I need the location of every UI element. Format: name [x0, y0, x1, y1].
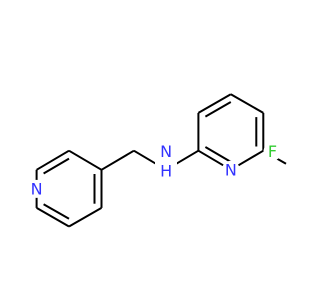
atom-label-nh-h: H	[160, 162, 172, 181]
atom-label-layer: N N H N F	[27, 142, 282, 198]
bond-left-ring-c3-c4	[68, 207, 102, 228]
bond-right-ring-c2-n-inner	[204, 146, 232, 163]
atom-n-pyridine-left: N	[27, 179, 46, 198]
bond-left-ring-c5-c6	[68, 149, 103, 171]
molecule-structure: N N H N F	[27, 93, 287, 228]
atom-n-pyridine-right: N	[221, 160, 240, 179]
atom-label-n-left: N	[31, 179, 43, 198]
bond-left-ring-c2-c3-inner	[43, 203, 70, 220]
atom-label-nh-n: N	[160, 142, 172, 161]
bond-left-ring-c6-n-inner	[43, 157, 70, 175]
bond-right-ring-c4-c3	[197, 93, 232, 114]
bond-left-ring-c6-n	[36, 149, 70, 171]
atom-label-n-right: N	[225, 160, 237, 179]
atom-f: F	[263, 142, 282, 161]
atom-label-f: F	[268, 142, 277, 161]
bond-ring-ch2	[100, 149, 135, 171]
atom-nh: N H	[155, 142, 177, 181]
bond-left-ring-c2-c3	[36, 207, 70, 228]
bond-right-ring-c4-c3-inner	[204, 101, 232, 118]
bond-right-ring-c5-c4	[230, 93, 264, 114]
